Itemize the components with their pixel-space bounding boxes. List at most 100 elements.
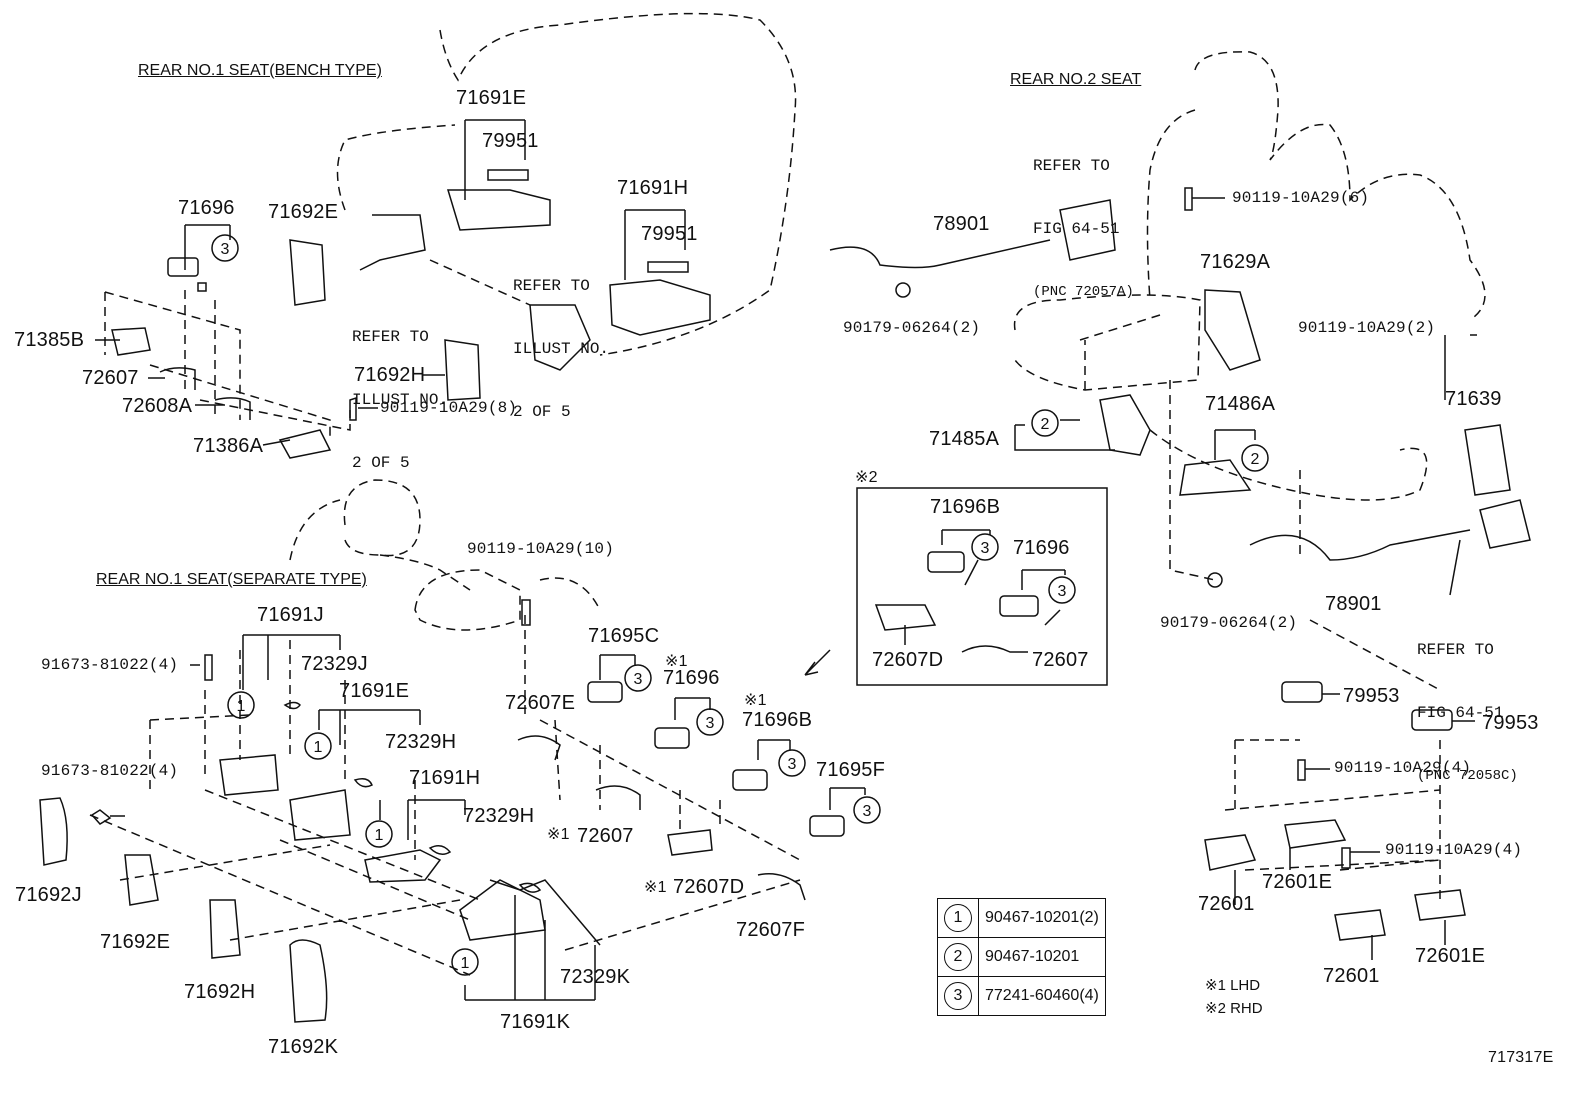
legend-symbol-cell: 2 bbox=[937, 937, 979, 977]
cable-78901-b bbox=[1249, 529, 1471, 561]
part-label: 90119-10A29(4) bbox=[1385, 841, 1523, 859]
part-label: 79953 bbox=[1482, 712, 1539, 734]
refer-fig-b: REFER TO FIG 64-51 (PNC 72058C) bbox=[1417, 598, 1518, 808]
circle-marker-digit: 3 bbox=[221, 241, 230, 258]
legend-table: 1 90467-10201(2) 2 90467-10201 3 77241-6… bbox=[937, 898, 1106, 1016]
circle-marker bbox=[971, 533, 999, 561]
notes: ※1 LHD ※2 RHD bbox=[1205, 974, 1263, 1020]
part-label: 72601 bbox=[1198, 893, 1255, 915]
circle-marker-digit: 2 bbox=[1041, 416, 1050, 433]
recliner-no2-a bbox=[1059, 199, 1116, 261]
part-label: 72607D bbox=[673, 876, 745, 898]
part-label: 79951 bbox=[482, 130, 539, 152]
cover-71639 bbox=[1464, 424, 1511, 496]
refer-line: 2 OF 5 bbox=[352, 454, 410, 472]
cover-71692E bbox=[289, 239, 326, 306]
part-label: 79953 bbox=[1343, 685, 1400, 707]
part-label: 71695F bbox=[816, 759, 886, 781]
part-label: 79951 bbox=[641, 223, 698, 245]
circle-marker bbox=[1241, 444, 1269, 472]
cover-71692H bbox=[444, 339, 481, 401]
refer-illust-b: REFER TO ILLUST NO. 2 OF 5 bbox=[513, 234, 609, 444]
part-label: 72607 bbox=[1032, 649, 1089, 671]
figure-id: 717317E bbox=[1488, 1049, 1554, 1066]
section-title-no2: REAR NO.2 SEAT bbox=[1010, 71, 1142, 88]
cover-71692H-sep bbox=[209, 899, 241, 959]
part-label: 72607 bbox=[82, 367, 139, 389]
part-label: 72601E bbox=[1262, 871, 1333, 893]
legend-row: 2 90467-10201 bbox=[937, 937, 1106, 977]
refer-line: REFER TO bbox=[513, 277, 590, 295]
circle-marker bbox=[304, 732, 332, 760]
part-label: 71639 bbox=[1445, 388, 1502, 410]
circle-marker-digit: 1 bbox=[375, 827, 384, 844]
part-label: 71692K bbox=[268, 1036, 339, 1058]
part-label: 72608A bbox=[122, 395, 193, 417]
part-label: 90119-10A29(8) bbox=[380, 399, 518, 417]
part-label: 72329J bbox=[301, 653, 368, 675]
part-label: 71695C bbox=[588, 625, 660, 647]
circle-marker bbox=[853, 796, 881, 824]
part-label: 71696B bbox=[930, 496, 1001, 518]
part-label: 91673-81022(4) bbox=[41, 656, 179, 674]
refer-line: ILLUST NO. bbox=[352, 391, 449, 409]
refer-line: REFER TO bbox=[1033, 157, 1110, 175]
circle-marker bbox=[1048, 576, 1076, 604]
circle-marker-digit: 3 bbox=[634, 671, 643, 688]
part-label: 71385B bbox=[14, 329, 85, 351]
circle-marker-digit: 1 bbox=[314, 739, 323, 756]
section-title-separate: REAR NO.1 SEAT(SEPARATE TYPE) bbox=[96, 571, 367, 588]
lhd-mark: ※1 bbox=[547, 826, 570, 843]
part-label: 71692E bbox=[100, 931, 171, 953]
refer-illust-a: REFER TO ILLUST NO. 2 OF 5 bbox=[352, 285, 448, 495]
legend-circle: 1 bbox=[944, 904, 972, 932]
circle-marker bbox=[624, 664, 652, 692]
part-label: 71692E bbox=[268, 201, 339, 223]
circle-marker bbox=[451, 948, 479, 976]
part-label: 72329K bbox=[560, 966, 631, 988]
part-label: 71696 bbox=[178, 197, 235, 219]
cable-78901-a bbox=[829, 239, 1051, 269]
part-label: 71629A bbox=[1200, 251, 1271, 273]
part-label: 71486A bbox=[1205, 393, 1276, 415]
circle-marker-digit: 3 bbox=[981, 540, 990, 557]
part-label: 72607 bbox=[577, 825, 634, 847]
part-label: 71691K bbox=[500, 1011, 571, 1033]
part-label: 72601 bbox=[1323, 965, 1380, 987]
section-title-bench: REAR NO.1 SEAT(BENCH TYPE) bbox=[138, 62, 382, 79]
refer-fig-a: REFER TO FIG 64-51 (PNC 72057A) bbox=[1033, 114, 1134, 324]
refer-line: REFER TO bbox=[1417, 641, 1494, 659]
part-label: 71692H bbox=[354, 364, 426, 386]
part-label: 71696 bbox=[1013, 537, 1070, 559]
part-label: 90119-10A29(2) bbox=[1298, 319, 1436, 337]
part-label: 90179-06264(2) bbox=[1160, 614, 1298, 632]
part-label: 71696B bbox=[742, 709, 813, 731]
circle-marker bbox=[211, 234, 239, 262]
legend-symbol-cell: 1 bbox=[937, 898, 979, 938]
part-label: 72607D bbox=[872, 649, 944, 671]
refer-line: (PNC 72058C) bbox=[1417, 768, 1518, 784]
cover-71629A bbox=[1204, 289, 1261, 371]
part-label: 71691H bbox=[409, 767, 481, 789]
circle-marker bbox=[778, 749, 806, 777]
circle-marker bbox=[1031, 409, 1059, 437]
part-label: 72329H bbox=[385, 731, 457, 753]
refer-line: REFER TO bbox=[352, 328, 429, 346]
part-label: 71386A bbox=[193, 435, 264, 457]
cover-71692K bbox=[289, 939, 328, 1023]
part-label: 72601E bbox=[1415, 945, 1486, 967]
lhd-mark: ※1 bbox=[644, 879, 667, 896]
part-label: 71691H bbox=[617, 177, 689, 199]
part-label: 72607F bbox=[736, 919, 806, 941]
lhd-mark: ※1 bbox=[665, 653, 688, 670]
legend-circle: 2 bbox=[944, 943, 972, 971]
part-label: 71485A bbox=[929, 428, 1000, 450]
part-label: 71692J bbox=[15, 884, 82, 906]
part-label: 71691E bbox=[456, 87, 527, 109]
part-label: 71691E bbox=[339, 680, 410, 702]
part-label: 78901 bbox=[933, 213, 990, 235]
part-label: 71696 bbox=[663, 667, 720, 689]
part-label: 78901 bbox=[1325, 593, 1382, 615]
